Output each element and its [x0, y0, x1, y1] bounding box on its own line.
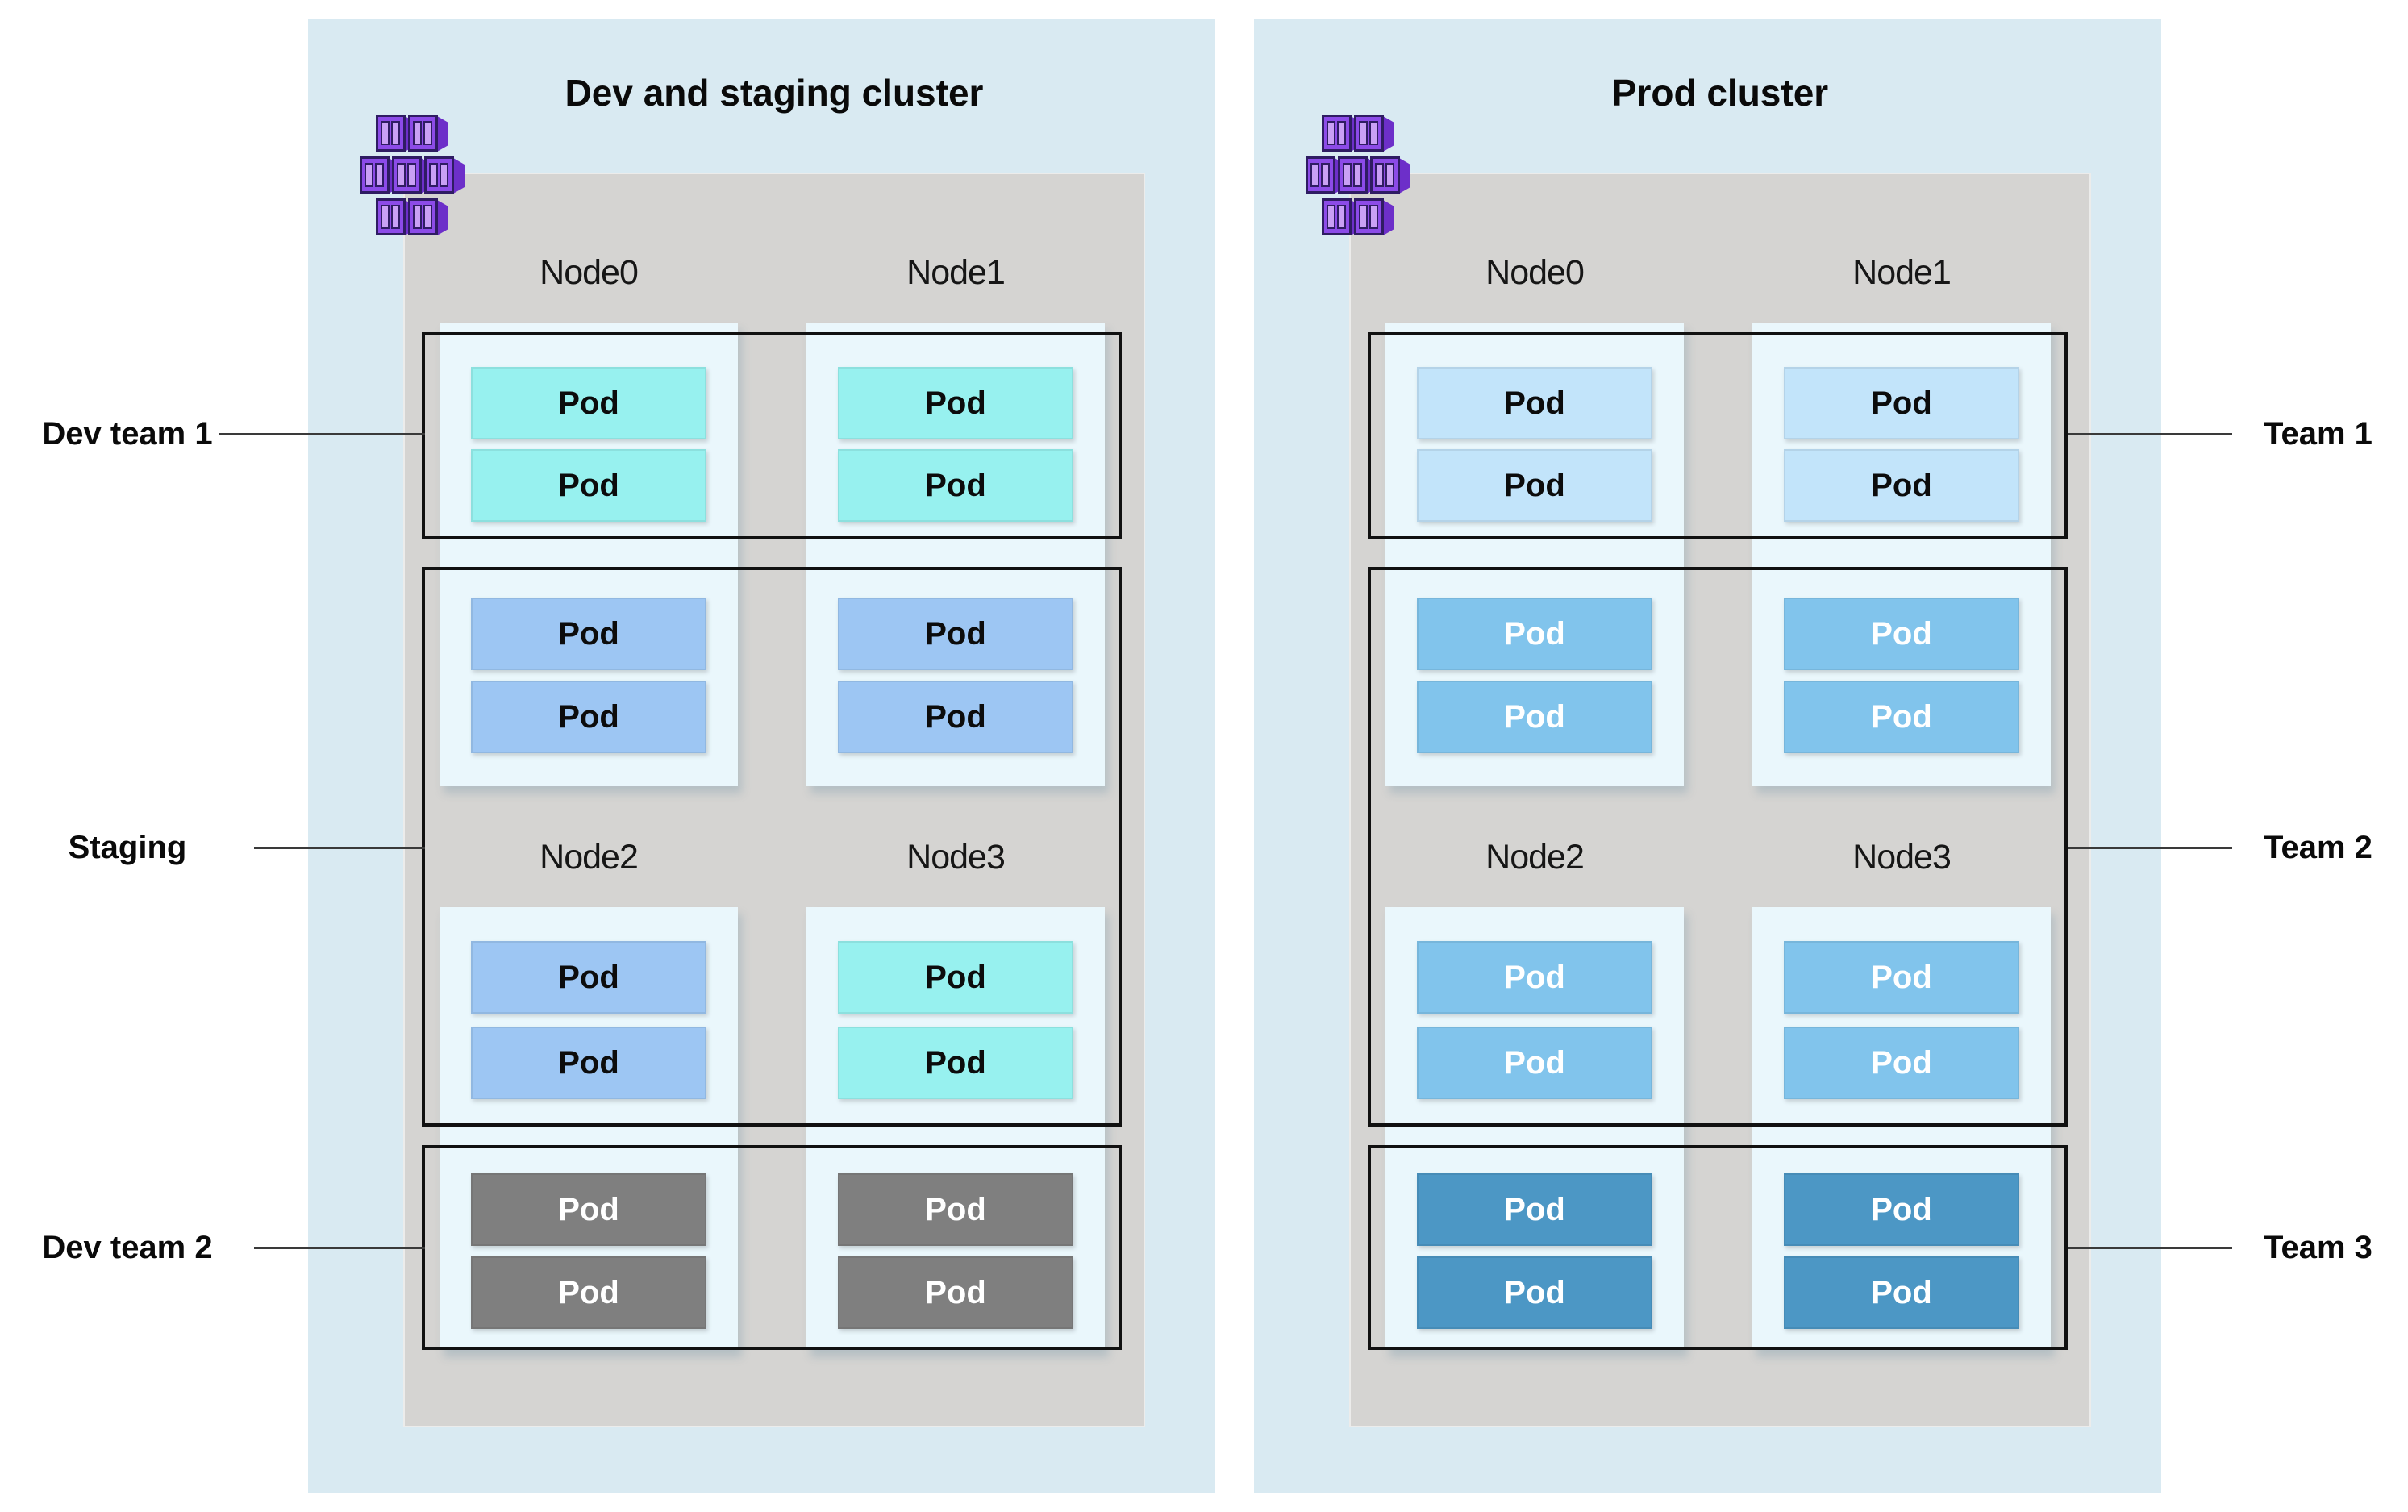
pod-dev-team-1: Pod — [838, 941, 1073, 1014]
pod-dev-team-1: Pod — [838, 367, 1073, 439]
node-label-node1: Node1 — [1852, 253, 1952, 292]
node-label-node2: Node2 — [1485, 838, 1585, 877]
pod-staging: Pod — [471, 598, 706, 670]
connector-line-team-3 — [2068, 1247, 2232, 1249]
cluster-dev-staging: Dev and staging cluster — [308, 19, 1215, 1493]
pod-dev-team-1: Pod — [471, 449, 706, 522]
pod-team-2: Pod — [1417, 1027, 1652, 1099]
pod-dev-team-2: Pod — [838, 1256, 1073, 1329]
connector-line-dev-team-2 — [254, 1247, 425, 1249]
containers-cluster-icon — [1301, 115, 1423, 249]
pod-team-2: Pod — [1784, 941, 2019, 1014]
pod-team-1: Pod — [1417, 367, 1652, 439]
node-label-node0: Node0 — [540, 253, 639, 292]
connector-line-team-2 — [2068, 847, 2232, 849]
group-label-dev-team-2: Dev team 2 — [42, 1230, 213, 1265]
node-label-node0: Node0 — [1485, 253, 1585, 292]
pod-staging: Pod — [471, 941, 706, 1014]
cluster-title: Prod cluster — [1611, 72, 1829, 114]
pod-team-2: Pod — [1784, 681, 2019, 753]
node-label-node2: Node2 — [540, 838, 639, 877]
pod-dev-team-1: Pod — [471, 367, 706, 439]
group-label-team-3: Team 3 — [2264, 1230, 2373, 1265]
group-label-dev-team-1: Dev team 1 — [42, 416, 213, 452]
pod-dev-team-1: Pod — [838, 1027, 1073, 1099]
containers-cluster-icon — [355, 115, 477, 249]
connector-line-staging — [254, 847, 425, 849]
pod-team-2: Pod — [1784, 598, 2019, 670]
pod-team-2: Pod — [1784, 1027, 2019, 1099]
pod-team-3: Pod — [1417, 1256, 1652, 1329]
pod-team-2: Pod — [1417, 681, 1652, 753]
pod-dev-team-1: Pod — [838, 449, 1073, 522]
node-label-node3: Node3 — [1852, 838, 1952, 877]
pod-team-1: Pod — [1784, 449, 2019, 522]
cluster-title: Dev and staging cluster — [565, 72, 984, 114]
node-label-node3: Node3 — [906, 838, 1006, 877]
pod-team-3: Pod — [1784, 1173, 2019, 1246]
pod-staging: Pod — [471, 1027, 706, 1099]
pod-team-2: Pod — [1417, 941, 1652, 1014]
cluster-prod: Prod cluster — [1254, 19, 2161, 1493]
node-label-node1: Node1 — [906, 253, 1006, 292]
pod-team-3: Pod — [1784, 1256, 2019, 1329]
pod-team-3: Pod — [1417, 1173, 1652, 1246]
pod-dev-team-2: Pod — [471, 1173, 706, 1246]
pod-team-1: Pod — [1784, 367, 2019, 439]
pod-dev-team-2: Pod — [471, 1256, 706, 1329]
connector-line-team-1 — [2068, 433, 2232, 435]
pod-staging: Pod — [471, 681, 706, 753]
pod-dev-team-2: Pod — [838, 1173, 1073, 1246]
connector-line-dev-team-1 — [219, 433, 425, 435]
group-label-staging: Staging — [68, 830, 187, 865]
pod-staging: Pod — [838, 681, 1073, 753]
group-label-team-2: Team 2 — [2264, 830, 2373, 865]
pod-team-1: Pod — [1417, 449, 1652, 522]
pod-team-2: Pod — [1417, 598, 1652, 670]
group-label-team-1: Team 1 — [2264, 416, 2373, 452]
pod-staging: Pod — [838, 598, 1073, 670]
